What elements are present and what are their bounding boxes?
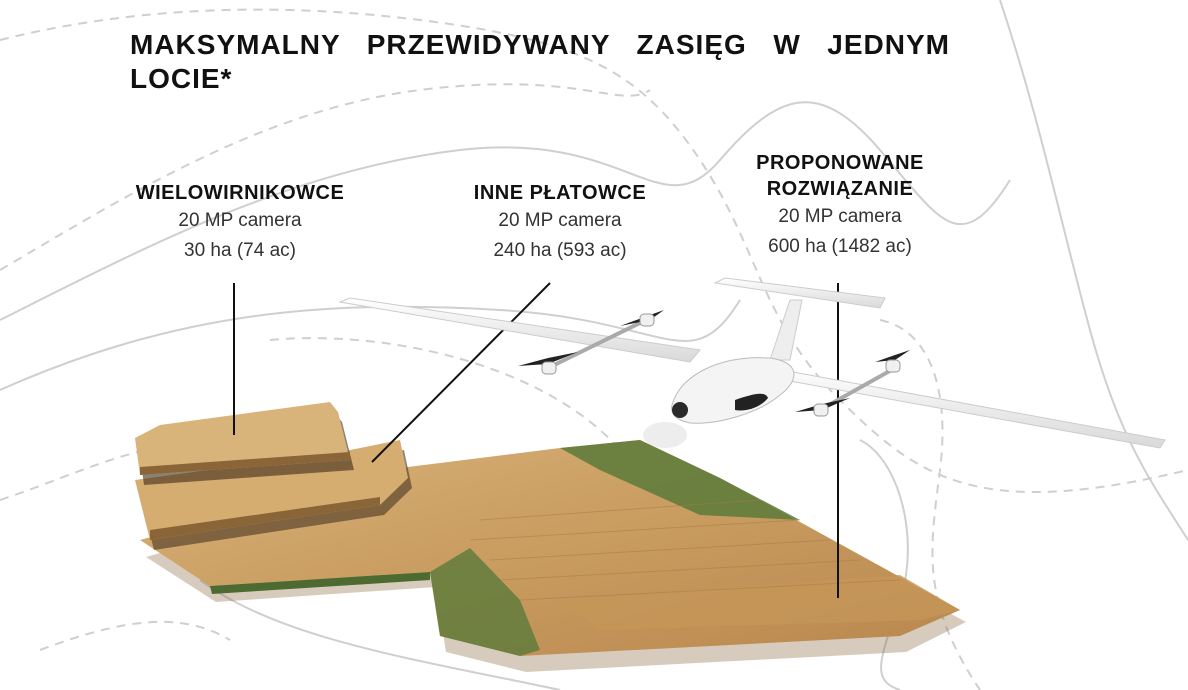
- pointer-lines: [233, 282, 839, 598]
- multirotor-column: WIELOWIRNIKOWCE 20 MP camera 30 ha (74 a…: [90, 180, 390, 266]
- proposed-heading-line1: PROPONOWANE: [756, 152, 924, 174]
- proposed-solution-column: PROPONOWANE ROZWIĄZANIE 20 MP camera 600…: [690, 150, 990, 262]
- proposed-camera: 20 MP camera: [778, 206, 902, 227]
- proposed-area: 600 ha (1482 ac): [768, 236, 912, 257]
- proposed-heading-line2: ROZWIĄZANIE: [766, 178, 914, 200]
- multirotor-heading: WIELOWIRNIKOWCE: [135, 182, 345, 204]
- page-title: MAKSYMALNY PRZEWIDYWANY ZASIĘG W JEDNYM …: [130, 29, 950, 94]
- multirotor-area: 30 ha (74 ac): [184, 240, 296, 261]
- small-field: [135, 402, 354, 485]
- fixed-wing-area: 240 ha (593 ac): [493, 240, 627, 261]
- multirotor-camera: 20 MP camera: [178, 210, 302, 231]
- fixed-wing-heading: INNE PŁATOWCE: [473, 182, 647, 204]
- fixed-wing-camera: 20 MP camera: [498, 210, 622, 231]
- fixed-wing-column: INNE PŁATOWCE 20 MP camera 240 ha (593 a…: [410, 180, 710, 266]
- drone-graphic: [338, 277, 1166, 449]
